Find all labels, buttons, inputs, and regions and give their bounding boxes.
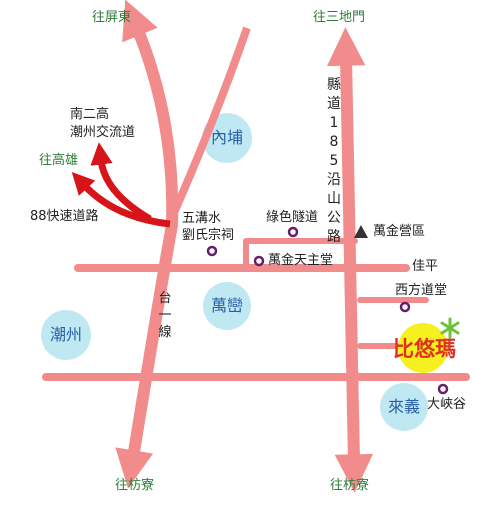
direction-fangliao-left: 往枋寮 [115, 478, 155, 493]
destination-asterisk-icon [440, 317, 460, 339]
marker-green-tunnel-icon [287, 226, 299, 238]
expressway-88-to-kaohsiung [71, 171, 171, 228]
road-label-county-185: 縣道185沿山公路 [327, 77, 341, 245]
landmark-label-xifang-hall: 西方道堂 [395, 283, 448, 298]
landmark-label-wanjin-campground: 萬金營區 [373, 224, 426, 239]
road-label-jiaping: 佳平 [412, 259, 439, 274]
campground-triangle-icon [354, 225, 368, 238]
direction-pingtung: 往屏東 [92, 10, 132, 25]
town-label-wanluan: 萬巒 [211, 296, 244, 315]
road-provincial-1-branch [166, 26, 251, 224]
town-label-chaozhou: 潮州 [50, 325, 83, 344]
town-label-laiyi: 來義 [388, 397, 421, 416]
road-label-provincial-1: 台一線 [158, 291, 172, 340]
marker-daxiagu-icon [437, 383, 449, 395]
road-label-chaozhou-interchange: 潮州交流道 [70, 125, 136, 140]
town-circle-laiyi [380, 383, 428, 431]
marker-xifang-hall-icon [399, 301, 411, 313]
direction-kaohsiung: 往高雄 [39, 153, 79, 168]
destination-circle [398, 323, 448, 373]
road-county-185 [326, 27, 374, 493]
expressway-88-to-interchange [90, 142, 152, 223]
town-circle-wanluan [203, 282, 251, 330]
marker-liu-shrine-icon [206, 245, 218, 257]
road-label-expressway-88: 88快速道路 [30, 209, 99, 224]
road-label-nan-er-gao: 南二高 [70, 107, 110, 122]
direction-fangliao-right: 往枋寮 [330, 478, 370, 493]
landmark-label-wugoushui: 五溝水 [182, 211, 222, 226]
road-provincial-1 [115, 0, 179, 489]
landmark-label-wanjin-church: 萬金天主堂 [268, 253, 334, 268]
town-label-neipu: 內埔 [211, 128, 244, 147]
direction-sandimen: 往三地門 [313, 10, 366, 25]
town-circle-chaozhou [41, 310, 91, 360]
destination-label: 比悠瑪 [393, 337, 456, 361]
landmark-label-liu-shrine: 劉氏宗祠 [182, 228, 235, 243]
landmark-label-daxiagu: 大峽谷 [427, 397, 467, 412]
marker-wanjin-church-icon [253, 255, 265, 267]
landmark-label-green-tunnel: 綠色隧道 [266, 210, 319, 225]
